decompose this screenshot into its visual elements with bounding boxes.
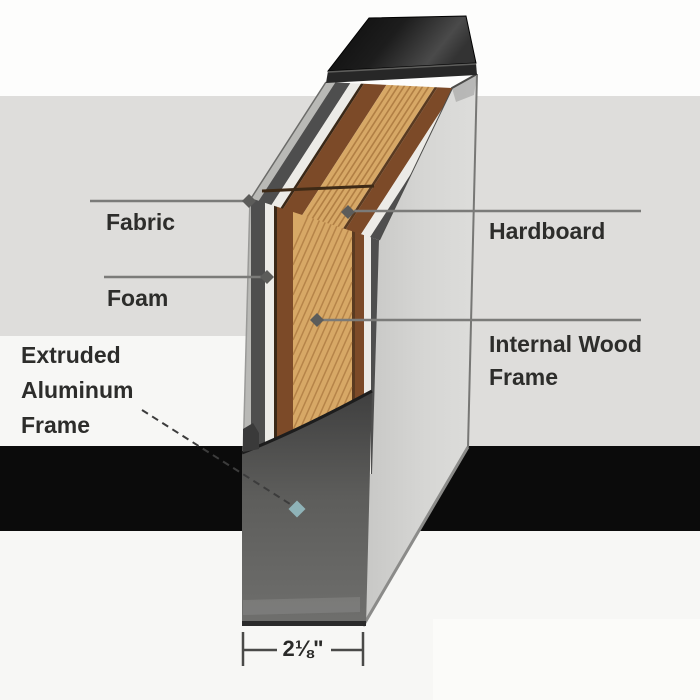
diamond-markers: [242, 194, 355, 327]
background-lower-right: [433, 619, 700, 700]
leader-line-aluminum-dashed: [141, 409, 291, 505]
hardboard-label: Hardboard: [489, 218, 606, 244]
extruded-aluminum-frame-label: Extruded Aluminum Frame: [21, 342, 134, 438]
panel-top-left-edge: [249, 81, 327, 201]
diamond-marker-fabric: [242, 194, 256, 208]
dimension-label: 2⅛": [282, 636, 324, 661]
leader-lines: [90, 199, 641, 322]
diamond-marker-aluminum: [288, 500, 306, 518]
fabric-label: Fabric: [106, 209, 176, 235]
wood-frame-rail-seam: [261, 184, 375, 193]
diamond-marker-internal-wood: [310, 313, 324, 327]
base-extrusion-lip: [243, 423, 259, 452]
dimension-lines: [241, 632, 365, 666]
diamond-marker-foam: [260, 270, 274, 284]
panel-cap: [326, 15, 477, 83]
label-backdrop-extruded: [0, 336, 252, 446]
diamond-marker-hardboard: [341, 205, 355, 219]
chamfer-wood-grain: [306, 82, 438, 228]
foam-label: Foam: [107, 285, 169, 311]
aluminum-base: [241, 389, 373, 626]
internal-wood-frame-label: Internal Wood Frame: [489, 331, 642, 390]
panel-left-edge: [242, 197, 251, 461]
